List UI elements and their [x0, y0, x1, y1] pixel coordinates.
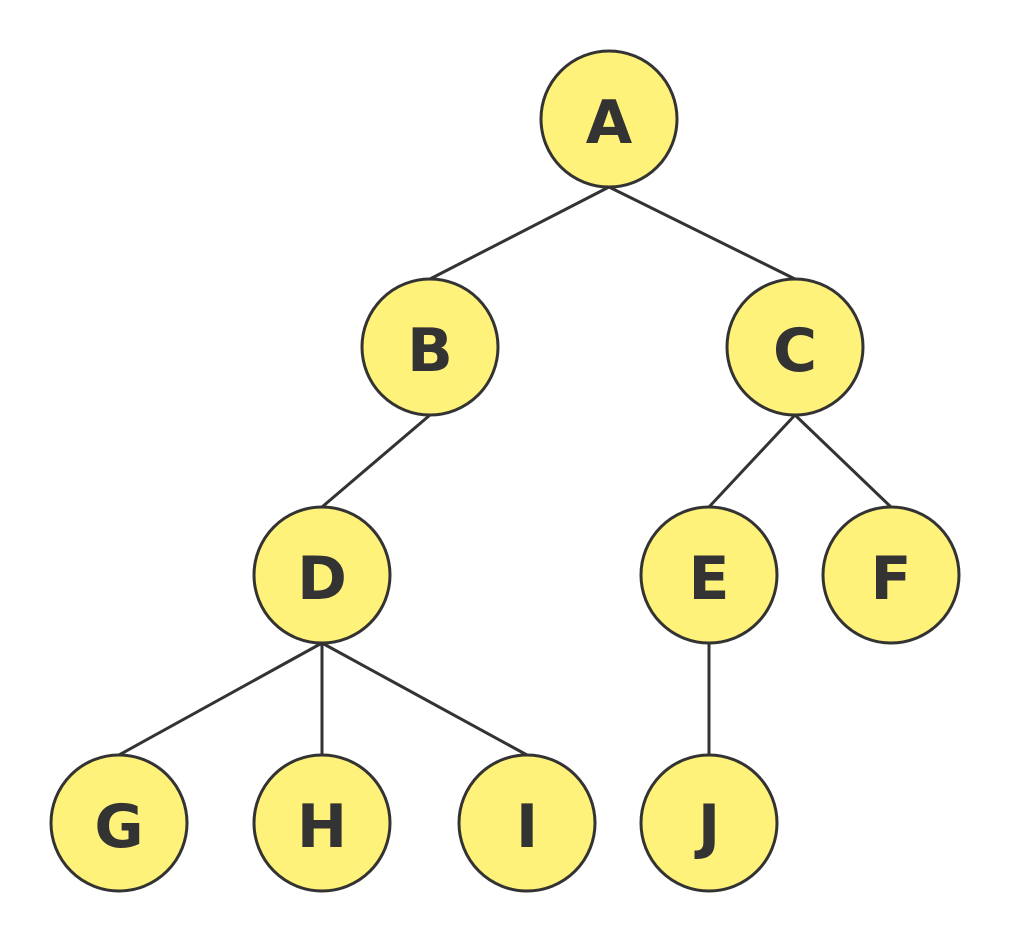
edge-d-g	[118, 641, 323, 757]
node-f: F	[821, 505, 961, 645]
node-circle-i	[457, 753, 597, 893]
node-label-i: I	[516, 792, 538, 862]
node-label-a: A	[586, 88, 633, 158]
node-circle-b	[360, 277, 500, 417]
node-g: G	[49, 753, 189, 893]
node-circle-c	[725, 277, 865, 417]
node-label-b: B	[407, 316, 453, 386]
node-b: B	[360, 277, 500, 417]
node-c: C	[725, 277, 865, 417]
node-h: H	[252, 753, 392, 893]
edge-d-i	[321, 641, 528, 757]
node-label-g: G	[94, 792, 143, 862]
node-circle-f	[821, 505, 961, 645]
node-circle-h	[252, 753, 392, 893]
node-label-h: H	[297, 792, 347, 862]
edge-c-f	[793, 413, 893, 509]
node-label-c: C	[773, 316, 817, 386]
node-circle-j	[639, 753, 779, 893]
node-label-j: J	[694, 792, 720, 862]
node-circle-a	[539, 49, 679, 189]
nodes-layer: A B C D E F G H I J	[49, 49, 961, 893]
node-label-d: D	[297, 544, 347, 614]
node-label-f: F	[871, 544, 912, 614]
node-label-e: E	[689, 544, 730, 614]
edge-a-b	[429, 185, 610, 281]
edge-a-c	[608, 185, 796, 281]
node-circle-e	[639, 505, 779, 645]
node-circle-g	[49, 753, 189, 893]
node-e: E	[639, 505, 779, 645]
edge-c-e	[707, 413, 797, 509]
node-d: D	[252, 505, 392, 645]
node-i: I	[457, 753, 597, 893]
edges-layer	[118, 185, 893, 757]
node-a: A	[539, 49, 679, 189]
node-j: J	[639, 753, 779, 893]
edge-b-d	[321, 413, 431, 509]
node-circle-d	[252, 505, 392, 645]
